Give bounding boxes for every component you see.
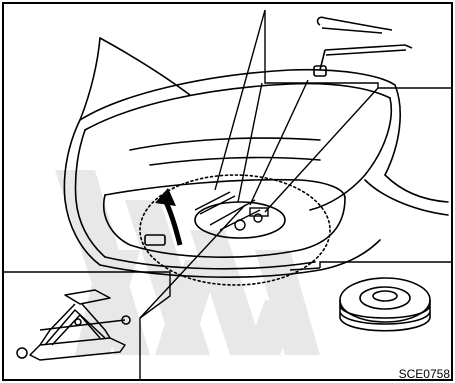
figure-reference-code: SCE0758 xyxy=(399,367,451,381)
